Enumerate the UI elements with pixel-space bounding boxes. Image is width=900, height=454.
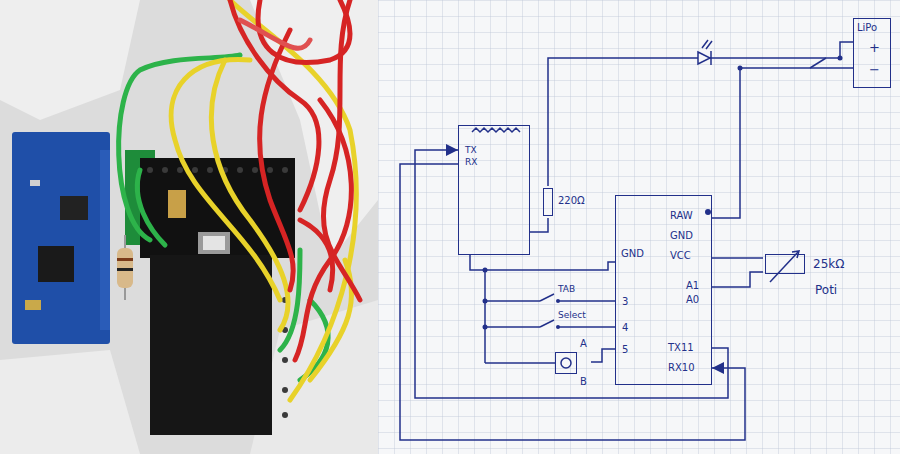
battery-box: LiPo + − <box>853 18 891 88</box>
reset-button <box>203 236 225 250</box>
bluetooth-module: TX RX <box>458 125 530 255</box>
pin-label: RX <box>465 158 477 168</box>
pin-label: LiPo <box>857 22 877 33</box>
pin-label: A1 <box>686 280 699 291</box>
photo-ground <box>0 0 378 454</box>
led-symbol <box>710 51 712 65</box>
wire <box>558 300 615 302</box>
component-body <box>765 254 805 274</box>
capacitor <box>168 190 186 218</box>
ground-bus <box>484 270 486 363</box>
pin-label: 5 <box>622 344 628 355</box>
resistor <box>117 248 133 288</box>
pin-label: TX11 <box>668 342 694 353</box>
antenna <box>472 128 520 132</box>
wire <box>485 300 540 302</box>
pin-label: 3 <box>622 296 628 307</box>
component-body <box>543 188 553 216</box>
switch-symbol <box>540 294 554 301</box>
pin-label: GND <box>670 230 693 241</box>
chip <box>60 196 88 220</box>
pin-label: RAW <box>670 210 693 221</box>
wire <box>548 42 853 186</box>
pad <box>25 300 41 310</box>
chip <box>38 246 74 282</box>
led-light <box>702 40 712 49</box>
potentiometer-symbol: 25kΩ Poti <box>763 248 863 306</box>
encoder-symbol <box>561 358 571 368</box>
wire <box>558 326 615 328</box>
pin-label: + <box>869 41 880 55</box>
wire <box>591 349 615 362</box>
pin-label: − <box>869 63 880 77</box>
pins <box>147 167 288 418</box>
pin-label: 4 <box>622 322 628 333</box>
pin-label: RX10 <box>668 362 695 373</box>
pin-label: B <box>580 376 587 387</box>
pin-label: Poti <box>815 284 837 297</box>
wire <box>400 164 745 440</box>
pin-row <box>100 150 110 330</box>
foil <box>0 350 140 454</box>
switch-label: TAB <box>558 285 575 295</box>
wire <box>530 218 548 232</box>
foil <box>0 0 140 120</box>
wire <box>712 257 763 259</box>
wire <box>485 362 555 364</box>
pin-label: GND <box>621 248 644 259</box>
wire <box>470 255 615 270</box>
switch-symbol <box>810 58 826 68</box>
resistor-band <box>117 258 133 261</box>
resistor-symbol: 220Ω <box>541 186 603 218</box>
wire <box>712 68 853 218</box>
wires <box>119 0 360 400</box>
pin-label: 25kΩ <box>813 258 844 271</box>
wire <box>712 272 763 287</box>
reset-button <box>198 232 230 254</box>
led-symbol <box>698 52 710 64</box>
pin-label: VCC <box>670 250 691 261</box>
encoder-symbol: AB <box>553 338 591 390</box>
grid-paper <box>378 0 900 454</box>
pin-label: 220Ω <box>558 195 585 206</box>
switch-label: Select <box>558 311 586 321</box>
dip-socket <box>150 255 272 435</box>
bluetooth-module <box>12 132 110 344</box>
pin-label: TX <box>465 146 477 156</box>
poti-wiper <box>770 252 798 282</box>
resistor-band <box>117 268 133 271</box>
component-body <box>555 352 577 374</box>
wire <box>485 326 540 328</box>
wire <box>415 150 728 398</box>
pin-label: A0 <box>686 294 699 305</box>
switch-symbol <box>540 320 554 327</box>
pad <box>30 180 40 186</box>
junctions <box>483 56 843 330</box>
symbols <box>472 40 826 368</box>
arduino-box: RAW GND VCC GND A1A0 3 4 5 TX11RX10 <box>615 195 712 385</box>
pin-label: A <box>580 338 587 349</box>
